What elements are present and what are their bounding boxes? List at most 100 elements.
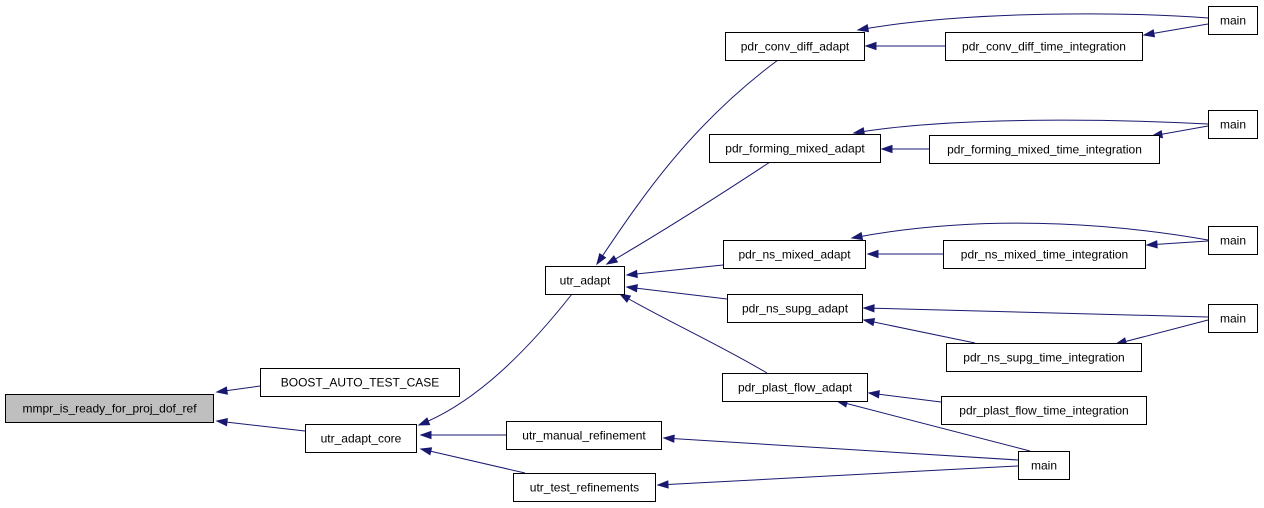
arrowhead-icon (850, 231, 864, 241)
node-label: pdr_conv_diff_adapt (741, 40, 850, 54)
arrowhead-icon (618, 293, 632, 303)
node-forming[interactable]: pdr_forming_mixed_adapt (709, 134, 881, 163)
node-box[interactable] (1208, 304, 1258, 333)
node-box[interactable] (929, 135, 1160, 164)
arrowhead-icon (625, 284, 638, 293)
node-label: pdr_ns_supg_adapt (742, 302, 849, 316)
edges-layer (215, 13, 1209, 489)
node-box[interactable] (722, 373, 868, 402)
arrowhead-icon (856, 24, 870, 33)
node-box[interactable] (260, 368, 460, 397)
node-plast[interactable]: pdr_plast_flow_adapt (722, 373, 868, 402)
node-label: pdr_plast_flow_time_integration (959, 404, 1128, 418)
node-label: main (1031, 459, 1057, 473)
arrowhead-icon (215, 386, 228, 395)
node-label: mmpr_is_ready_for_proj_dof_ref (22, 402, 197, 416)
node-box[interactable] (1208, 226, 1258, 255)
arrowhead-icon (656, 480, 669, 489)
arrowhead-icon (419, 430, 432, 440)
edge-line (863, 319, 976, 344)
edge-main5-to-test (656, 465, 1019, 489)
node-supg[interactable]: pdr_ns_supg_adapt (727, 294, 863, 323)
node-main3[interactable]: main (1208, 226, 1258, 255)
node-label: main (1220, 14, 1246, 28)
arrowhead-icon (419, 447, 433, 456)
edge-main1-to-conv (856, 13, 1209, 33)
node-ns-t[interactable]: pdr_ns_mixed_time_integration (943, 240, 1146, 269)
edge-line (663, 437, 1019, 461)
arrowhead-icon (864, 41, 877, 51)
edge-line (868, 392, 942, 403)
node-label: utr_adapt_core (321, 432, 402, 446)
node-label: pdr_ns_mixed_time_integration (961, 248, 1128, 262)
node-box[interactable] (513, 473, 656, 502)
arrowhead-icon (862, 304, 875, 313)
node-box[interactable] (305, 424, 417, 453)
node-main1[interactable]: main (1208, 6, 1258, 35)
edge-line (216, 420, 306, 432)
node-box[interactable] (727, 294, 863, 323)
edge-ns_t-to-ns (866, 249, 943, 259)
edge-forming_t-to-forming (880, 144, 929, 154)
node-main4[interactable]: main (1208, 304, 1258, 333)
node-adapt[interactable]: utr_adapt (545, 266, 625, 295)
node-box[interactable] (943, 240, 1146, 269)
node-label: pdr_plast_flow_adapt (738, 381, 853, 395)
arrowhead-icon (862, 318, 876, 327)
edge-main3-to-ns_t (1145, 240, 1209, 249)
node-box[interactable] (5, 394, 214, 423)
edge-manual-to-core (419, 430, 506, 440)
node-box[interactable] (545, 266, 625, 295)
node-manual[interactable]: utr_manual_refinement (506, 421, 662, 450)
node-supg-t[interactable]: pdr_ns_supg_time_integration (946, 343, 1142, 372)
edge-line (418, 293, 573, 426)
edge-plast_t-to-plast (867, 390, 942, 403)
node-test[interactable]: utr_test_refinements (513, 473, 656, 502)
node-conv-t[interactable]: pdr_conv_diff_time_integration (945, 32, 1143, 61)
node-mmpr[interactable]: mmpr_is_ready_for_proj_dof_ref (5, 394, 214, 423)
edge-line (851, 222, 1209, 241)
edge-main1-to-conv_t (1142, 23, 1209, 38)
edge-main3-to-ns (850, 222, 1209, 241)
node-plast-t[interactable]: pdr_plast_flow_time_integration (941, 396, 1147, 425)
edge-conv_t-to-conv (864, 41, 945, 51)
node-conv[interactable]: pdr_conv_diff_adapt (725, 32, 865, 61)
node-label: utr_adapt (560, 274, 611, 288)
node-box[interactable] (1208, 6, 1258, 35)
edge-line (596, 59, 779, 265)
node-label: main (1220, 118, 1246, 132)
node-ns[interactable]: pdr_ns_mixed_adapt (723, 240, 866, 269)
edge-line (1143, 23, 1209, 36)
node-forming-t[interactable]: pdr_forming_mixed_time_integration (929, 135, 1160, 164)
node-box[interactable] (945, 32, 1143, 61)
node-box[interactable] (723, 240, 866, 269)
edge-boost-to-mmpr (215, 385, 261, 395)
node-box[interactable] (941, 396, 1147, 425)
edge-main4-to-supg (862, 304, 1209, 318)
node-box[interactable] (506, 421, 662, 450)
node-main5[interactable]: main (1018, 451, 1070, 480)
node-box[interactable] (946, 343, 1142, 372)
arrowhead-icon (596, 252, 607, 266)
node-label: main (1220, 312, 1246, 326)
node-box[interactable] (709, 134, 881, 163)
edge-supg-to-adapt (625, 284, 728, 300)
node-label: pdr_ns_mixed_adapt (738, 248, 851, 262)
node-main2[interactable]: main (1208, 110, 1258, 139)
node-label: utr_test_refinements (530, 481, 639, 495)
node-box[interactable] (1208, 110, 1258, 139)
edge-line (626, 264, 724, 276)
arrowhead-icon (866, 249, 879, 259)
arrowhead-icon (625, 269, 638, 279)
arrowhead-icon (867, 390, 880, 399)
edge-test-to-core (419, 447, 526, 474)
node-box[interactable] (725, 32, 865, 61)
edge-supg_t-to-supg (862, 318, 976, 344)
edge-ns-to-adapt (625, 264, 724, 279)
node-boost[interactable]: BOOST_AUTO_TEST_CASE (260, 368, 460, 397)
node-core[interactable]: utr_adapt_core (305, 424, 417, 453)
edge-line (1115, 319, 1209, 345)
edge-adapt-to-core (417, 293, 573, 426)
edge-main4-to-supg_t (1114, 319, 1209, 346)
node-box[interactable] (1018, 451, 1070, 480)
